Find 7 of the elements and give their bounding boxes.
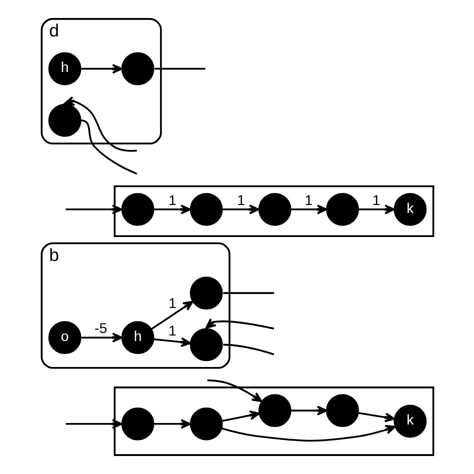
edge-label: 1 <box>236 192 245 209</box>
edge-label: 1 <box>168 192 176 209</box>
edge-label: 1 <box>304 192 312 209</box>
edge-label: 1 <box>168 324 176 340</box>
edge-label: -5 <box>94 320 107 337</box>
edge-label: 1 <box>372 192 380 209</box>
edge-label: 1 <box>168 296 176 312</box>
